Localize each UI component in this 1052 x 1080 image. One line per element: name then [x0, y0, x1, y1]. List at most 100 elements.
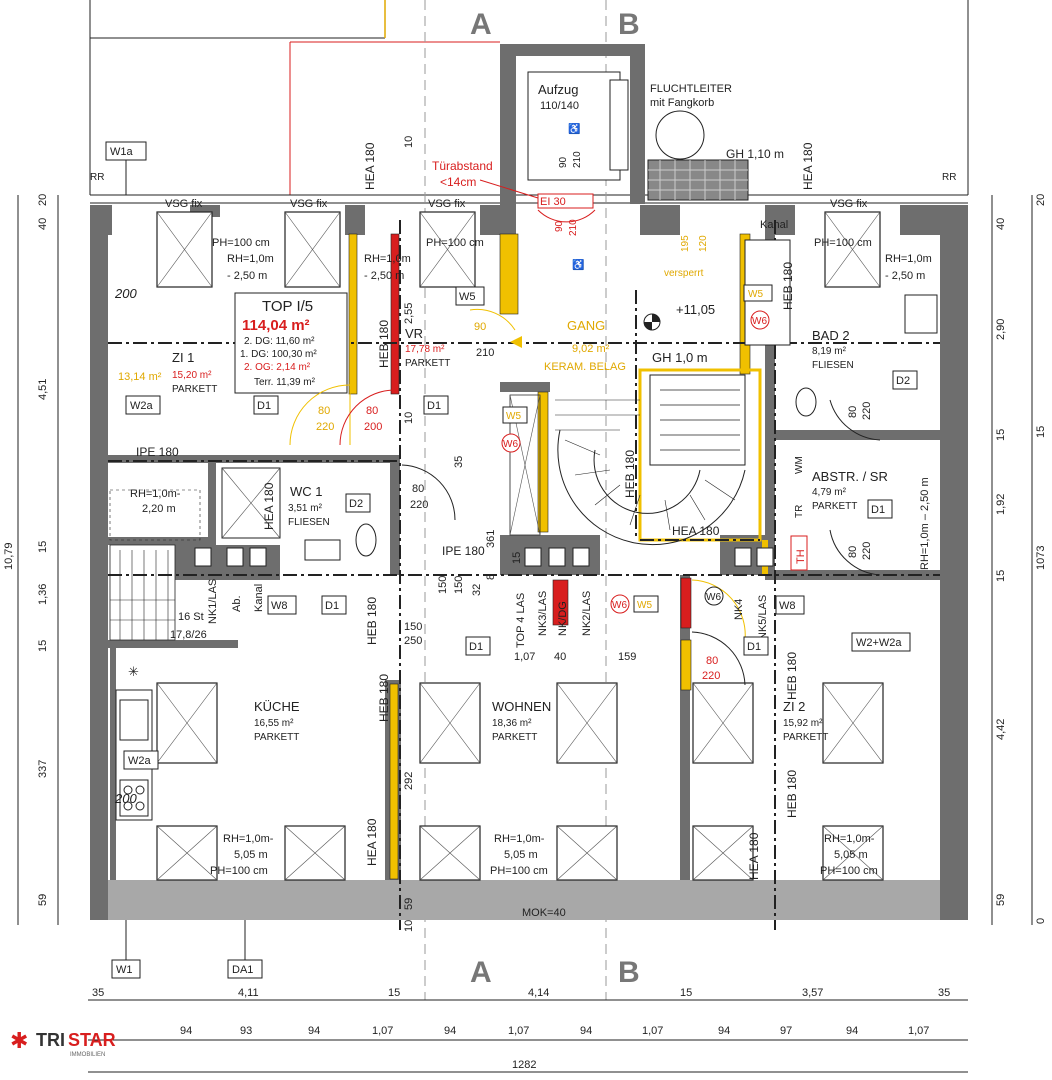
- svg-text:5,05 m: 5,05 m: [234, 849, 268, 861]
- svg-text:337: 337: [37, 760, 49, 778]
- svg-text:GANG: GANG: [567, 318, 605, 333]
- dimensions-right: 20 40 2,90 15 1,92 15 4,42 59 1073 0 15: [995, 194, 1047, 924]
- svg-text:WOHNEN: WOHNEN: [492, 699, 551, 714]
- svg-text:NK2/LAS: NK2/LAS: [581, 591, 593, 636]
- svg-text:- 2,50 m: - 2,50 m: [227, 270, 267, 282]
- section-b-top: B: [618, 8, 640, 41]
- svg-text:8,19 m²: 8,19 m²: [812, 346, 847, 357]
- svg-text:90: 90: [554, 220, 565, 232]
- svg-text:KÜCHE: KÜCHE: [254, 699, 300, 714]
- svg-text:IPE 180: IPE 180: [136, 445, 179, 459]
- svg-text:PH=100 cm: PH=100 cm: [426, 237, 484, 249]
- escape-ladder: FLUCHTLEITER mit Fangkorb GH 1,10 m: [647, 83, 784, 201]
- svg-text:200: 200: [114, 286, 137, 301]
- svg-text:VSG fix: VSG fix: [165, 198, 203, 210]
- svg-text:HEB 180: HEB 180: [377, 674, 391, 722]
- svg-text:HEB 180: HEB 180: [623, 450, 637, 498]
- svg-text:RH=1,0m – 2,50 m: RH=1,0m – 2,50 m: [919, 477, 931, 570]
- svg-text:WM: WM: [794, 456, 805, 474]
- svg-text:PARKETT: PARKETT: [172, 384, 217, 395]
- svg-text:Ab.: Ab.: [231, 595, 243, 612]
- svg-text:VSG fix: VSG fix: [290, 198, 328, 210]
- element-tags: W1a RR RR W2a D1 D1 W5 W5 W6 W5 W6 D2 D2…: [90, 141, 956, 979]
- dimensions-bottom-1: 35 4,11 15 4,14 15 3,57 35: [92, 987, 950, 999]
- tag-d1-4: D1: [325, 600, 339, 612]
- svg-text:HEA 180: HEA 180: [672, 524, 720, 538]
- svg-text:32: 32: [471, 584, 483, 596]
- svg-text:FLUCHTLEITER: FLUCHTLEITER: [650, 83, 732, 95]
- tag-w6-3: W6: [612, 600, 627, 611]
- svg-text:16,55 m²: 16,55 m²: [254, 718, 294, 729]
- svg-text:59: 59: [37, 894, 49, 906]
- svg-text:RH=1,0m-: RH=1,0m-: [494, 833, 545, 845]
- svg-text:90: 90: [474, 321, 486, 333]
- svg-text:4,11: 4,11: [238, 987, 259, 999]
- svg-text:FLIESEN: FLIESEN: [812, 360, 854, 371]
- svg-text:35: 35: [453, 456, 465, 468]
- svg-text:80: 80: [847, 546, 859, 558]
- svg-text:FLIESEN: FLIESEN: [288, 517, 330, 528]
- apartment-area: 114,04 m²: [242, 317, 310, 334]
- elevator-label: Aufzug: [538, 82, 578, 97]
- svg-text:PH=100 cm: PH=100 cm: [210, 865, 268, 877]
- svg-text:15: 15: [37, 640, 49, 652]
- apartment-name: TOP I/5: [262, 298, 313, 315]
- svg-text:RR: RR: [942, 172, 956, 183]
- svg-text:210: 210: [476, 347, 494, 359]
- svg-text:PH=100 cm: PH=100 cm: [820, 865, 878, 877]
- svg-text:15: 15: [680, 987, 692, 999]
- svg-text:10,79: 10,79: [3, 542, 15, 570]
- svg-text:1,07: 1,07: [372, 1025, 393, 1037]
- svg-text:4,79 m²: 4,79 m²: [812, 487, 847, 498]
- svg-text:NK/DG: NK/DG: [557, 601, 569, 636]
- svg-text:59: 59: [995, 894, 1007, 906]
- section-a-top: A: [470, 8, 492, 41]
- svg-text:RH=1,0m-: RH=1,0m-: [824, 833, 875, 845]
- svg-text:Kanal: Kanal: [760, 219, 788, 231]
- svg-text:WC 1: WC 1: [290, 484, 323, 499]
- elevator-shaft: Aufzug 110/140 ♿ ♿ 90 210 EI 30 90 210: [500, 44, 645, 271]
- tag-w5-3: W5: [748, 289, 763, 300]
- wheelchair-icon-2: ♿: [572, 258, 584, 271]
- svg-text:80: 80: [706, 655, 718, 667]
- svg-text:0: 0: [1035, 918, 1047, 924]
- svg-text:10: 10: [403, 920, 415, 932]
- svg-text:HEA 180: HEA 180: [801, 142, 815, 190]
- svg-text:GH 1,0 m: GH 1,0 m: [652, 350, 708, 365]
- svg-text:1,07: 1,07: [508, 1025, 529, 1037]
- svg-text:94: 94: [308, 1025, 320, 1037]
- svg-text:292: 292: [403, 772, 415, 790]
- svg-text:TR: TR: [794, 505, 805, 518]
- svg-text:1282: 1282: [512, 1059, 536, 1071]
- room-abstr: ABSTR. / SR 4,79 m² PARKETT: [812, 469, 888, 512]
- svg-text:HEA 180: HEA 180: [262, 482, 276, 530]
- skylights-bottom: [156, 825, 884, 881]
- svg-text:15: 15: [1035, 426, 1047, 438]
- svg-text:VR: VR: [405, 326, 423, 341]
- svg-text:10: 10: [403, 136, 415, 148]
- room-zi2: ZI 2 15,92 m² PARKETT: [783, 699, 828, 743]
- svg-text:GH 1,10 m: GH 1,10 m: [726, 147, 784, 161]
- svg-text:17,8/26: 17,8/26: [170, 629, 207, 641]
- room-zi1: ZI 1 13,14 m² 15,20 m² PARKETT 200: [114, 286, 217, 395]
- svg-text:16 St: 16 St: [178, 611, 204, 623]
- svg-text:94: 94: [180, 1025, 192, 1037]
- beam-labels: HEA 180 HEA 180 HEB 180 HEB 180 HEB 180 …: [136, 142, 815, 880]
- svg-text:1,07: 1,07: [514, 651, 535, 663]
- tag-d1-1: D1: [257, 400, 271, 412]
- room-wohnen: WOHNEN 18,36 m² PARKETT: [492, 699, 551, 743]
- doors: 80 220 80 200 80 220 90 210 80 220 80 22…: [289, 235, 881, 686]
- tag-da1: DA1: [232, 964, 253, 976]
- svg-text:59: 59: [403, 898, 415, 910]
- svg-text:HEB 180: HEB 180: [785, 652, 799, 700]
- svg-text:Terr. 11,39 m²: Terr. 11,39 m²: [254, 377, 316, 388]
- svg-text:<14cm: <14cm: [440, 175, 476, 189]
- svg-text:361: 361: [485, 530, 497, 548]
- svg-text:1,07: 1,07: [642, 1025, 663, 1037]
- snowflake-icon: ✳: [128, 664, 139, 679]
- svg-text:RH=1,0m: RH=1,0m: [885, 253, 932, 265]
- svg-text:20: 20: [37, 194, 49, 206]
- svg-text:97: 97: [780, 1025, 792, 1037]
- svg-text:40: 40: [37, 218, 49, 230]
